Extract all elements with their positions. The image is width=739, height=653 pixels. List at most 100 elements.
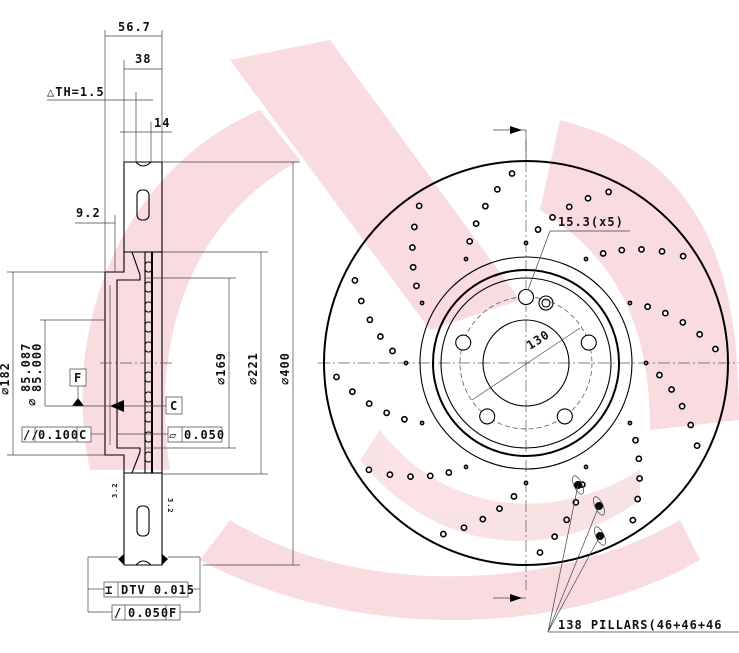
- dim-d85-lower: 85.000: [30, 343, 44, 392]
- surface-mark: 3.2: [166, 498, 174, 514]
- drill-hole: [403, 360, 409, 366]
- dim-d85-symbol: ⌀: [25, 398, 39, 406]
- dim-d221: ⌀221: [246, 352, 260, 385]
- drill-hole: [357, 297, 365, 305]
- drill-hole: [426, 472, 434, 480]
- drill-hole: [496, 505, 503, 513]
- svg-text:▱: ▱: [169, 428, 177, 442]
- bolt-hole: [479, 408, 496, 425]
- drill-hole: [658, 247, 666, 255]
- drill-hole: [348, 388, 356, 396]
- drill-hole: [445, 469, 453, 476]
- drill-hole: [687, 421, 695, 429]
- parallelism-frame: // 0.100 C: [21, 426, 92, 443]
- drill-hole: [389, 347, 396, 355]
- svg-text:DTV 0.015: DTV 0.015: [121, 583, 195, 597]
- dim-overall-width: 56.7: [118, 20, 151, 34]
- svg-text:0.050: 0.050: [184, 428, 225, 442]
- drill-hole: [534, 226, 542, 233]
- svg-text:/: /: [114, 606, 122, 620]
- bolt-hole: [580, 334, 597, 351]
- drill-hole: [549, 213, 556, 221]
- drill-hole: [536, 549, 544, 556]
- dim-vane: 14: [154, 116, 170, 130]
- svg-text://: //: [23, 428, 39, 442]
- drill-hole: [413, 282, 420, 290]
- drill-hole: [599, 250, 607, 257]
- drill-hole: [696, 330, 704, 338]
- drill-hole: [408, 244, 416, 251]
- pillars-note: 138 PILLARS(46+46+46: [558, 618, 723, 632]
- datum-f: F: [74, 371, 82, 385]
- drill-hole: [479, 515, 487, 523]
- drill-hole: [565, 203, 573, 211]
- drill-hole: [401, 415, 408, 423]
- dim-d182: ⌀182: [0, 362, 12, 395]
- svg-text:F: F: [169, 606, 177, 620]
- section-view: [72, 161, 172, 566]
- drill-hole: [693, 442, 701, 450]
- drill-hole: [523, 480, 529, 486]
- dim-pcd: 130: [524, 327, 552, 352]
- drill-hole: [563, 516, 571, 524]
- drill-hole: [409, 263, 417, 271]
- drill-hole: [618, 246, 626, 254]
- drill-hole: [551, 533, 559, 541]
- front-view: 130 15.3(x5) 138 PILLARS(46+46+46: [318, 126, 739, 633]
- drill-holes: [333, 170, 719, 556]
- drill-hole: [376, 333, 384, 340]
- drill-hole: [466, 238, 474, 245]
- dim-d169: ⌀169: [214, 352, 228, 385]
- drill-hole: [386, 471, 394, 479]
- drill-hole: [712, 345, 719, 353]
- drill-hole: [638, 245, 645, 253]
- bolt-holes: [455, 288, 597, 425]
- drill-hole: [481, 202, 489, 210]
- drill-hole: [410, 223, 418, 231]
- drill-hole: [415, 202, 423, 210]
- datum-c: C: [170, 399, 178, 413]
- drill-hole: [493, 185, 501, 193]
- disc-outer-edge: [323, 160, 729, 566]
- drill-hole: [635, 455, 643, 463]
- drill-hole: [634, 495, 642, 503]
- drill-hole: [463, 256, 469, 262]
- watermark-logo: [82, 40, 739, 620]
- drill-hole: [643, 360, 649, 366]
- drill-hole: [656, 371, 663, 379]
- drill-hole: [472, 220, 480, 228]
- drill-hole: [351, 276, 359, 284]
- dim-d85-upper: 85.087: [19, 343, 33, 392]
- dtv-frame: ⌶ DTV 0.015: [103, 581, 195, 598]
- bolt-hole: [556, 408, 573, 425]
- drill-hole: [605, 188, 613, 196]
- dim-d400: ⌀400: [278, 352, 292, 385]
- drill-hole: [333, 373, 340, 381]
- center-bore: [482, 319, 570, 407]
- drill-hole: [636, 475, 644, 482]
- drill-hole: [679, 252, 687, 260]
- drill-hole: [407, 473, 414, 481]
- drill-hole: [627, 300, 633, 306]
- drill-hole: [629, 516, 637, 524]
- drill-hole: [365, 466, 373, 474]
- drill-hole: [419, 300, 425, 306]
- drill-hole: [678, 402, 686, 410]
- drill-hole: [383, 409, 391, 417]
- svg-text:C: C: [79, 428, 87, 442]
- drill-hole: [668, 386, 676, 393]
- drill-hole: [644, 303, 651, 311]
- dimension-lines: [7, 30, 300, 613]
- drill-hole: [583, 464, 589, 470]
- drill-hole: [508, 170, 516, 177]
- drill-hole: [460, 524, 468, 532]
- flatness-frame: ▱ 0.050: [167, 426, 225, 443]
- drill-hole: [584, 194, 592, 202]
- drill-hole: [632, 436, 639, 444]
- surface-mark: 3.2: [111, 482, 119, 498]
- bolt-hole: [517, 288, 535, 306]
- drill-hole: [583, 256, 589, 262]
- drill-hole: [627, 420, 633, 426]
- dim-disc-thickness: 38: [135, 52, 151, 66]
- drill-hole: [661, 309, 669, 317]
